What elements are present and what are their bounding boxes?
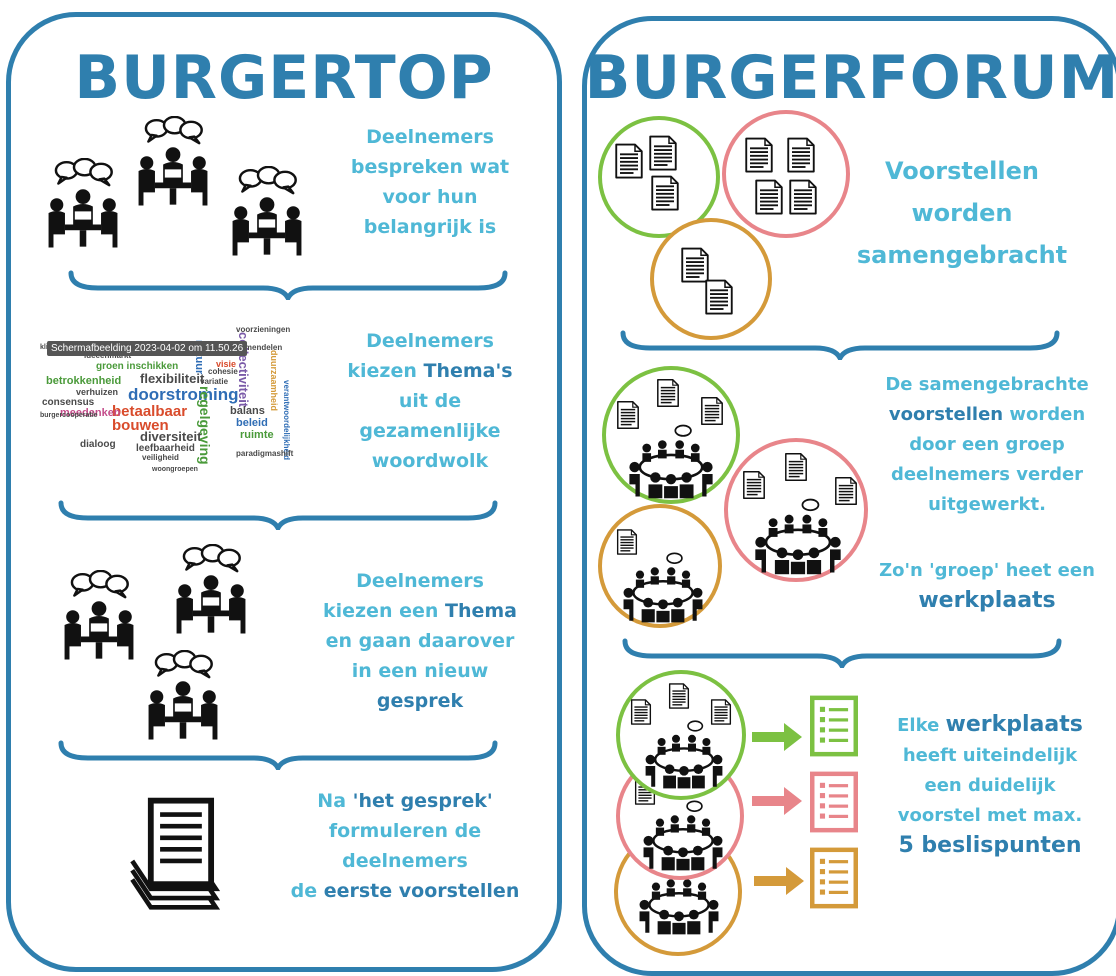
proposal-group-pink	[722, 110, 850, 238]
burgerforum-title: BURGERFORUM	[584, 43, 1116, 113]
document-icon	[704, 278, 734, 316]
werkplaats-definition: Zo'n 'groep' heet een werkplaats	[879, 560, 1095, 613]
wordcloud-word: voorzieningen	[236, 325, 291, 334]
document-icon	[788, 178, 818, 216]
document-icon	[784, 452, 808, 482]
wordcloud-word: betrokkenheid	[46, 375, 122, 387]
wordcloud-word: diversiteit	[140, 429, 202, 444]
document-icon	[754, 178, 784, 216]
wordcloud-word: variatie	[200, 377, 229, 386]
burgerforum-step2-text: De samengebrachte voorstellen worden doo…	[885, 374, 1089, 515]
workshop-circle-green	[602, 366, 740, 504]
round-table-icon	[642, 718, 726, 790]
meeting-icon	[58, 570, 140, 662]
brace	[622, 638, 1062, 668]
wordcloud-word: duurzaamheid	[269, 350, 279, 412]
wordcloud-word: flexibiliteit	[140, 371, 205, 386]
meeting-icon	[142, 650, 224, 742]
wordcloud-word: veiligheid	[142, 453, 179, 462]
wordcloud-word: consensus	[42, 397, 95, 408]
burgerforum-step1-text: Voorstellen worden samengebracht	[856, 157, 1068, 269]
document-icon	[668, 682, 690, 710]
wordcloud-word: dialoog	[80, 439, 116, 450]
wordcloud-word: beleid	[236, 417, 268, 429]
screenshot-tooltip: Schermafbeelding 2023-04-02 om 11.50.26	[47, 341, 248, 356]
burgerforum-step3-text: Elke werkplaats heeft uiteindelijk een d…	[897, 712, 1083, 858]
brace	[58, 500, 498, 530]
meeting-icon	[170, 544, 252, 636]
wordcloud-word: regelgeving	[197, 386, 213, 465]
workshop-circle-gold	[598, 504, 722, 628]
brace	[620, 330, 1060, 360]
checklist-icon	[808, 694, 860, 758]
wordcloud-word: groen inschikken	[96, 361, 179, 372]
wordcloud-word: burgercooperatie	[40, 412, 98, 419]
proposal-group-green	[598, 116, 720, 238]
meeting-icon	[42, 158, 124, 250]
round-table-icon	[620, 550, 706, 624]
round-table-icon	[752, 496, 844, 576]
document-icon	[614, 142, 644, 180]
document-icon	[656, 378, 680, 408]
arrow-right-icon	[752, 787, 802, 815]
wordcloud-word: samendelen	[236, 343, 283, 352]
wordcloud-word: verhuizen	[76, 387, 119, 397]
workshop-circle-pink	[724, 438, 868, 582]
wordcloud-word: ruimte	[240, 429, 274, 441]
document-stack-icon	[118, 796, 230, 912]
wordcloud-word: paradigmashift	[236, 449, 294, 458]
wordcloud-word: doorstroming	[128, 385, 239, 404]
arrow-right-icon	[752, 723, 802, 751]
brace	[58, 740, 498, 770]
burgertop-step3-text: Deelnemers kiezen een Thema en gaan daar…	[322, 570, 518, 712]
arrow-right-icon	[754, 867, 804, 895]
burgertop-step1-text: Deelnemers bespreken wat voor hun belang…	[350, 126, 510, 238]
wordcloud-word: meedenken	[60, 407, 121, 419]
wordcloud-word: balans	[230, 405, 265, 417]
wordcloud-word: betaalbaar	[112, 403, 188, 420]
proposal-group-gold	[650, 218, 772, 340]
burgertop-step2-text: Deelnemers kiezen Thema's uit de gezamen…	[347, 330, 513, 472]
burgertop-step4-text: Na 'het gesprek' formuleren de deelnemer…	[290, 790, 520, 902]
round-table-icon	[626, 422, 716, 500]
wordcloud-word: woongroepen	[152, 466, 198, 473]
burgertop-title: BURGERTOP	[74, 43, 494, 113]
brace	[68, 270, 508, 300]
document-icon	[650, 174, 680, 212]
wordcloud-word: cohesie	[208, 367, 238, 376]
checklist-icon	[808, 770, 860, 834]
meeting-icon	[132, 116, 214, 208]
document-icon	[786, 136, 816, 174]
meeting-icon	[226, 166, 308, 258]
document-icon	[744, 136, 774, 174]
checklist-icon	[808, 846, 860, 910]
final-workshop-green	[616, 670, 746, 800]
document-icon	[648, 134, 678, 172]
wordcloud-word: bouwen	[112, 417, 169, 434]
wordcloud-word: visie	[216, 359, 237, 369]
round-table-icon	[640, 798, 726, 872]
wordcloud-word: leefbaarheid	[136, 443, 195, 454]
